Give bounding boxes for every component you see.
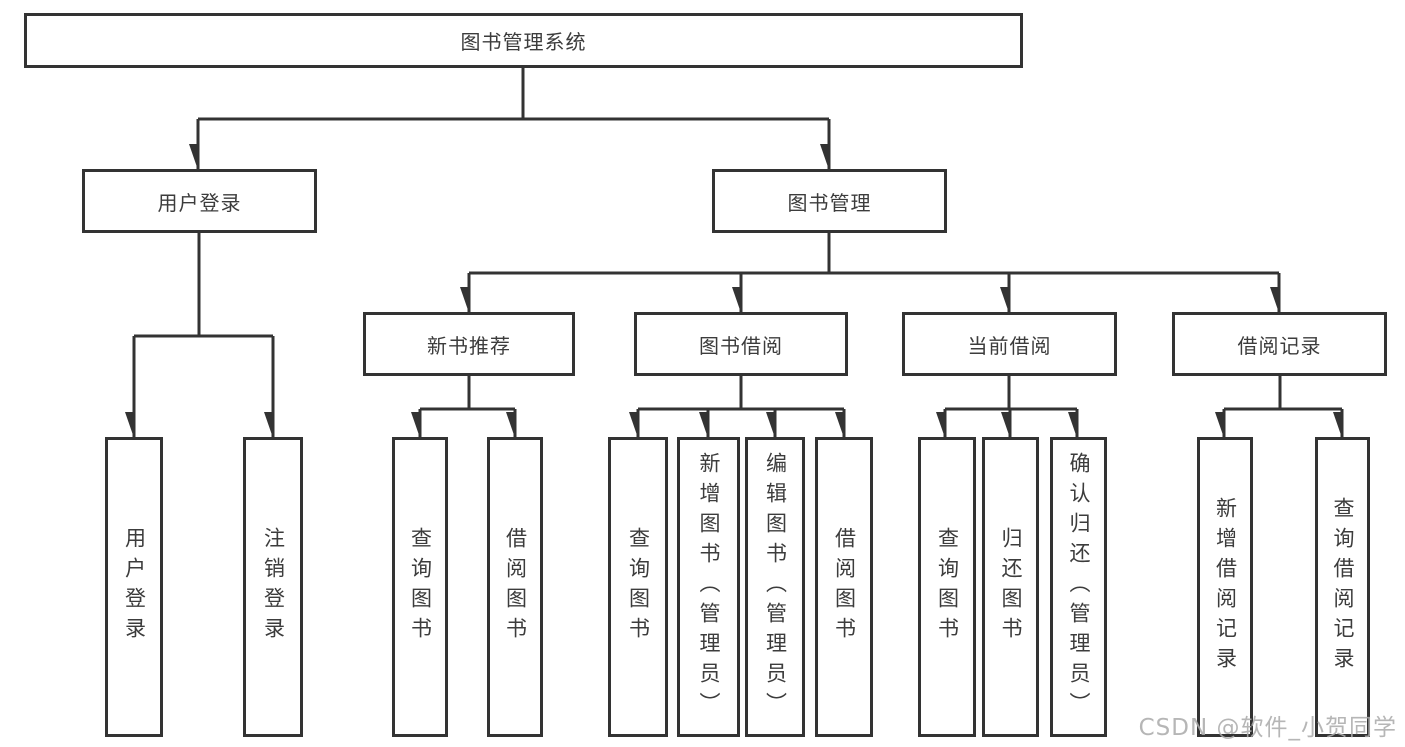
branch-user-login: 用户登录 bbox=[82, 169, 317, 233]
root-node: 图书管理系统 bbox=[24, 13, 1023, 68]
leaf-br-add-borrow-record: 新增借阅记录 bbox=[1197, 437, 1253, 737]
leaf-label: 查询图书 bbox=[626, 527, 651, 647]
leaf-logout: 注销登录 bbox=[243, 437, 303, 737]
node-borrow-records: 借阅记录 bbox=[1172, 312, 1387, 376]
leaf-nb-borrow-books: 借阅图书 bbox=[487, 437, 543, 737]
leaf-label: 借阅图书 bbox=[503, 527, 528, 647]
leaf-label: 确认归还（管理员） bbox=[1067, 452, 1091, 722]
leaf-label: 查询图书 bbox=[408, 527, 433, 647]
leaf-br-query-borrow-record: 查询借阅记录 bbox=[1315, 437, 1370, 737]
node-current-borrowing: 当前借阅 bbox=[902, 312, 1117, 376]
leaf-label: 借阅图书 bbox=[832, 527, 857, 647]
leaf-bb-add-books-admin: 新增图书（管理员） bbox=[677, 437, 740, 737]
node-book-borrowing: 图书借阅 bbox=[634, 312, 848, 376]
leaf-cb-return-books: 归还图书 bbox=[982, 437, 1039, 737]
leaf-label: 注销登录 bbox=[261, 527, 286, 647]
leaf-label: 用户登录 bbox=[122, 527, 147, 647]
leaf-label: 新增图书（管理员） bbox=[697, 452, 721, 722]
arrow-down-icons bbox=[134, 119, 1344, 437]
leaf-cb-query-books: 查询图书 bbox=[918, 437, 976, 737]
watermark: CSDN @软件_小贺同学 bbox=[1138, 715, 1397, 741]
node-new-book-recommend: 新书推荐 bbox=[363, 312, 575, 376]
leaf-cb-confirm-return-admin: 确认归还（管理员） bbox=[1050, 437, 1107, 737]
leaf-nb-query-books: 查询图书 bbox=[392, 437, 448, 737]
leaf-bb-edit-books-admin: 编辑图书（管理员） bbox=[745, 437, 805, 737]
leaf-label: 新增借阅记录 bbox=[1213, 497, 1238, 677]
leaf-label: 查询借阅记录 bbox=[1331, 497, 1355, 677]
leaf-bb-query-books: 查询图书 bbox=[608, 437, 668, 737]
leaf-bb-borrow-books: 借阅图书 bbox=[815, 437, 873, 737]
leaf-label: 归还图书 bbox=[999, 527, 1023, 647]
leaf-user-login: 用户登录 bbox=[105, 437, 163, 737]
connector-skeleton bbox=[134, 68, 1342, 411]
leaf-label: 编辑图书（管理员） bbox=[763, 452, 788, 722]
branch-book-management: 图书管理 bbox=[712, 169, 947, 233]
leaf-label: 查询图书 bbox=[935, 527, 960, 647]
